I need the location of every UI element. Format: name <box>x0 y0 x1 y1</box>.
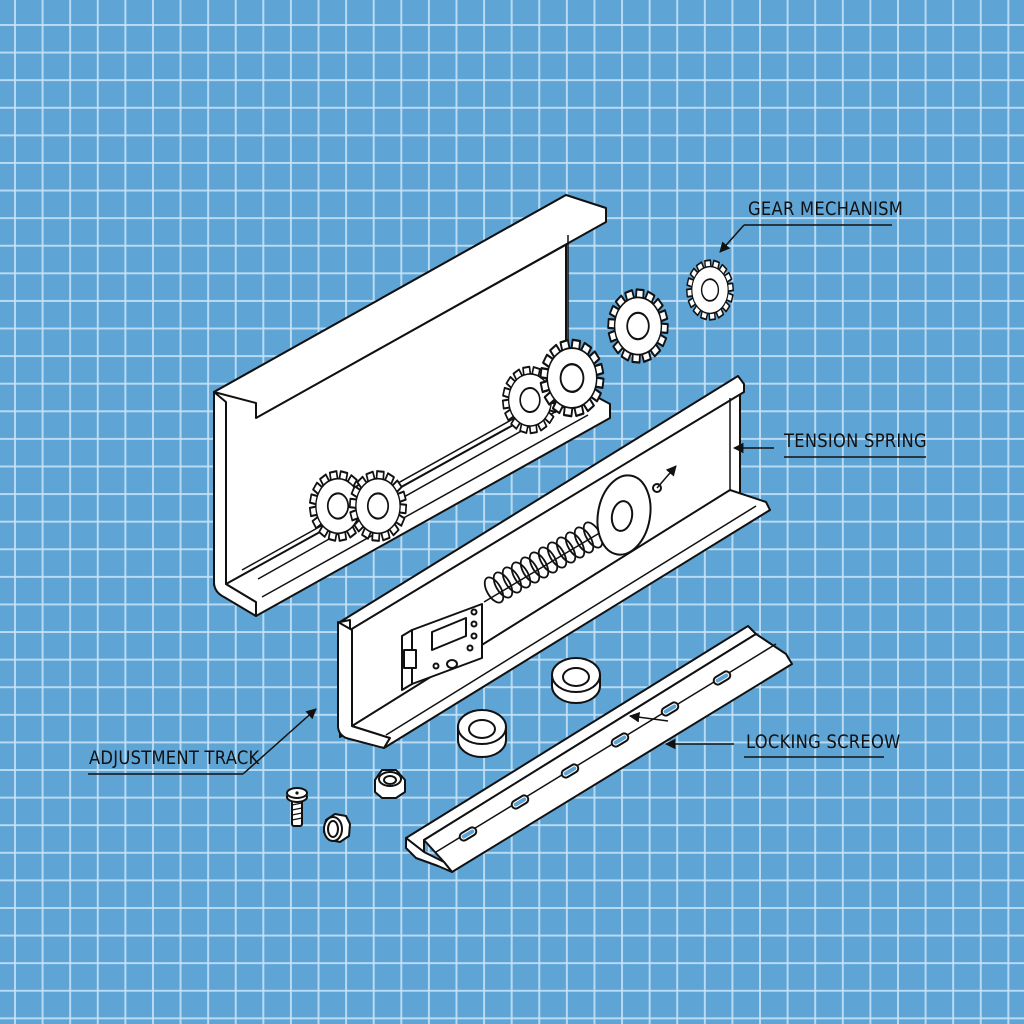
screw <box>286 787 308 827</box>
label-gear-mechanism: GEAR MECHANISM <box>748 198 904 220</box>
label-adjustment-track: ADJUSTMENT TRACK <box>89 747 260 769</box>
leader-locking-screw <box>628 712 884 758</box>
label-locking-screw: LOCKING SCREOW <box>746 731 901 753</box>
slotted-rail <box>405 625 793 873</box>
hex-nut <box>374 769 406 799</box>
bearing-ring-1 <box>551 657 601 704</box>
leader-gear-mechanism <box>719 224 892 253</box>
label-tension-spring: TENSION SPRING <box>784 430 927 452</box>
bearing-ring-2 <box>457 709 507 758</box>
slider-block <box>401 603 483 691</box>
washer-disc <box>596 465 677 556</box>
loose-gear-small <box>683 256 737 324</box>
flange-nut <box>323 813 351 843</box>
leader-tension-spring <box>732 442 926 458</box>
loose-gear-large <box>605 286 671 366</box>
leader-adjustment-track <box>88 708 317 775</box>
